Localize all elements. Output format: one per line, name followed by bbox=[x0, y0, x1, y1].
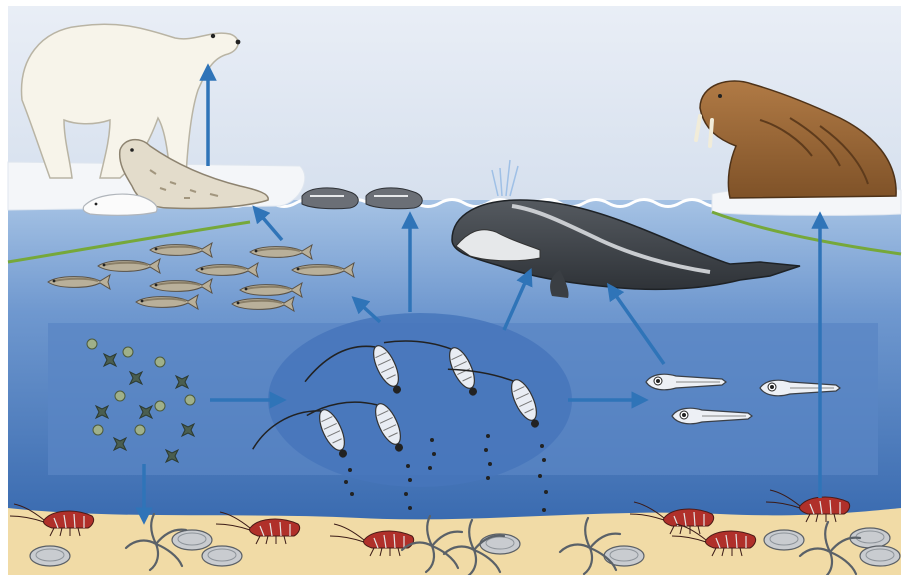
clam-icon bbox=[764, 530, 804, 550]
phytoplankton-icon bbox=[87, 339, 97, 349]
phytoplankton-icon bbox=[93, 425, 103, 435]
clam-icon bbox=[860, 546, 900, 566]
phytoplankton-icon bbox=[123, 347, 133, 357]
clam-icon bbox=[480, 534, 520, 554]
phytoplankton-icon bbox=[185, 395, 195, 405]
phytoplankton-icon bbox=[155, 401, 165, 411]
clam-icon bbox=[604, 546, 644, 566]
phytoplankton-icon bbox=[155, 357, 165, 367]
clam-icon bbox=[30, 546, 70, 566]
phytoplankton-icon bbox=[115, 391, 125, 401]
clam-icon bbox=[172, 530, 212, 550]
clam-icon bbox=[202, 546, 242, 566]
phytoplankton-icon bbox=[135, 425, 145, 435]
